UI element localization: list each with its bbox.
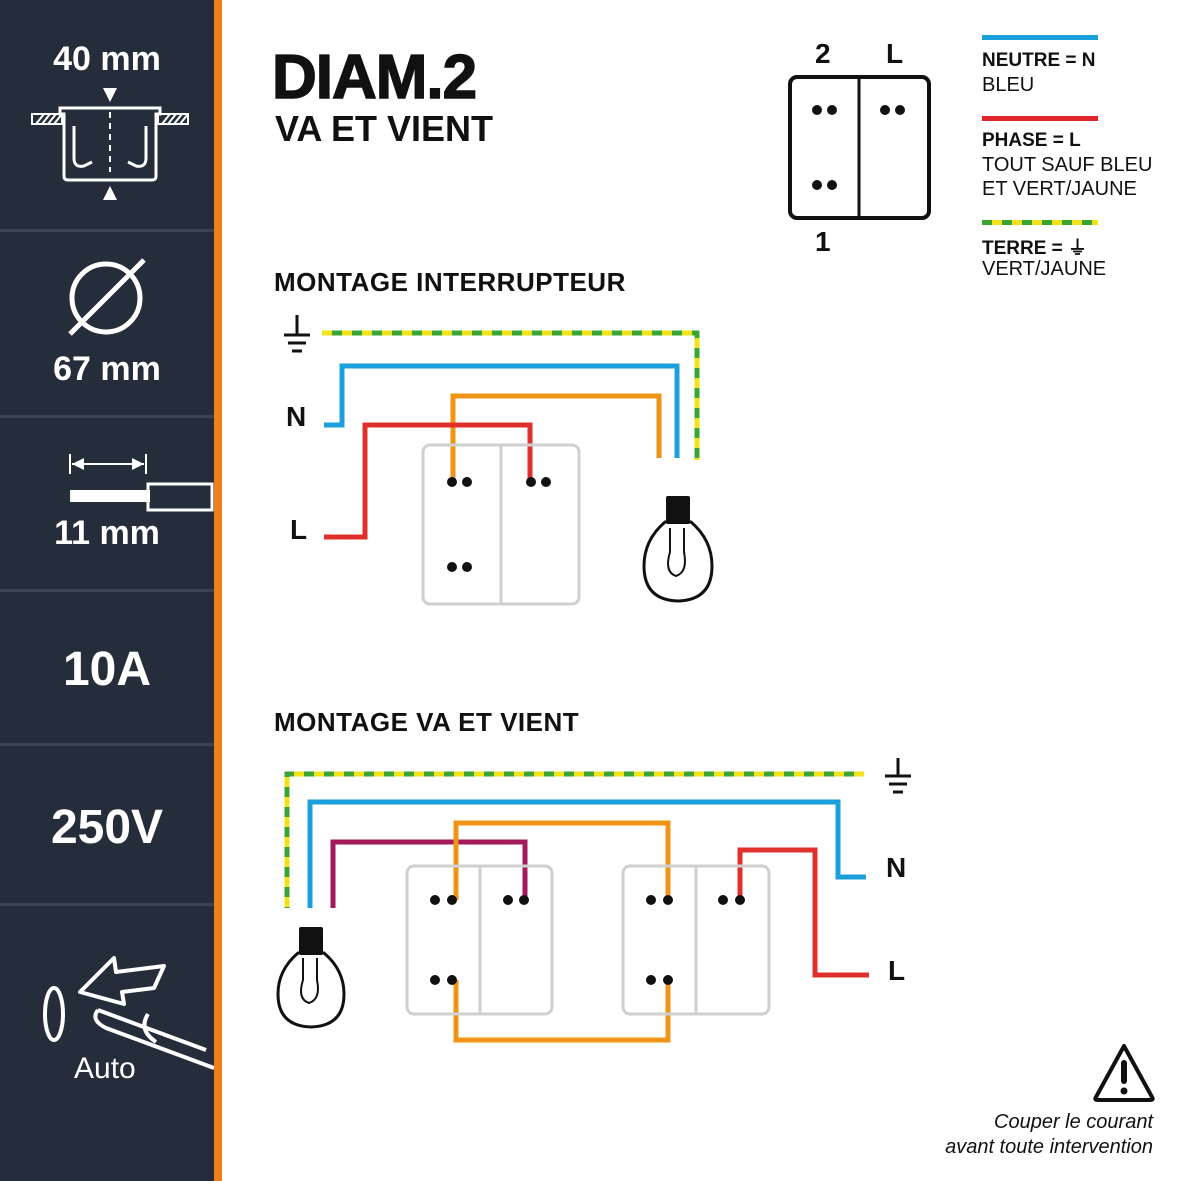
warning-line-2: avant toute intervention — [945, 1136, 1153, 1158]
phase-legend-key: PHASE = L — [982, 130, 1081, 151]
earth-legend-value: VERT/JAUNE — [982, 258, 1107, 280]
lamp-icon — [276, 927, 346, 1029]
phase-legend-value: TOUT SAUF BLEU ET VERT/JAUNE — [982, 154, 1153, 200]
auto-terminal-icon — [43, 956, 214, 1070]
traveler-wire — [453, 980, 671, 1043]
earth-legend-line — [982, 220, 1098, 225]
switch-mechanism — [621, 864, 771, 1016]
neutral-wire — [324, 363, 680, 458]
wire-strip-icon — [69, 454, 214, 512]
depth-value: 40 mm — [53, 40, 161, 78]
switched-live-wire — [450, 393, 662, 482]
phase-legend-line — [982, 116, 1098, 121]
neutral-legend-value: BLEU — [982, 74, 1035, 96]
earth-wire — [284, 771, 864, 908]
two-way-neutral-label: N — [886, 852, 907, 883]
earth-symbol — [885, 758, 911, 794]
sidebar-accent-bar — [214, 0, 222, 1181]
strip-length-value: 11 mm — [54, 514, 160, 552]
switched-live-wire — [330, 839, 528, 908]
warning-line-1: Couper le courant — [994, 1111, 1153, 1133]
neutral-legend-key: NEUTRE = N — [982, 50, 1096, 71]
spec-divider — [0, 589, 214, 592]
spec-divider — [0, 229, 214, 232]
auto-terminal-label: Auto — [74, 1052, 136, 1085]
switch-mechanism — [405, 864, 554, 1016]
diameter-icon — [68, 258, 146, 336]
two-way-wiring-title: MONTAGE VA ET VIENT — [274, 707, 580, 737]
phase-wire — [324, 422, 533, 540]
product-title: DIAM.2 — [271, 42, 478, 113]
safety-warning: Couper le courant avant toute interventi… — [945, 1110, 1153, 1160]
warning-icon — [1093, 1044, 1155, 1102]
earth-legend-key: TERRE = ⏚ — [982, 238, 1088, 259]
diameter-value: 67 mm — [53, 350, 161, 388]
earth-wire — [322, 330, 700, 460]
terminal-label-1: 1 — [815, 226, 831, 257]
phase-wire — [737, 847, 869, 978]
mounting-box-icon — [31, 88, 189, 200]
two-way-phase-label: L — [888, 955, 906, 986]
switch-wiring-title: MONTAGE INTERRUPTEUR — [274, 267, 626, 297]
switch-phase-label: L — [290, 514, 308, 545]
terminal-label-2: 2 — [815, 38, 831, 69]
terminal-layout-diagram — [788, 75, 931, 220]
voltage-rating: 250V — [50, 801, 164, 854]
earth-symbol — [284, 315, 310, 353]
switch-mechanism — [421, 443, 581, 606]
product-function: VA ET VIENT — [275, 108, 494, 149]
neutral-wire — [307, 799, 866, 908]
lamp-icon — [642, 496, 714, 603]
spec-divider — [0, 415, 214, 418]
neutral-legend-line — [982, 35, 1098, 40]
current-rating: 10A — [62, 643, 152, 696]
traveler-wire — [453, 820, 671, 900]
switch-neutral-label: N — [286, 401, 307, 432]
spec-divider — [0, 743, 214, 746]
spec-divider — [0, 903, 214, 906]
terminal-label-l: L — [886, 38, 904, 69]
